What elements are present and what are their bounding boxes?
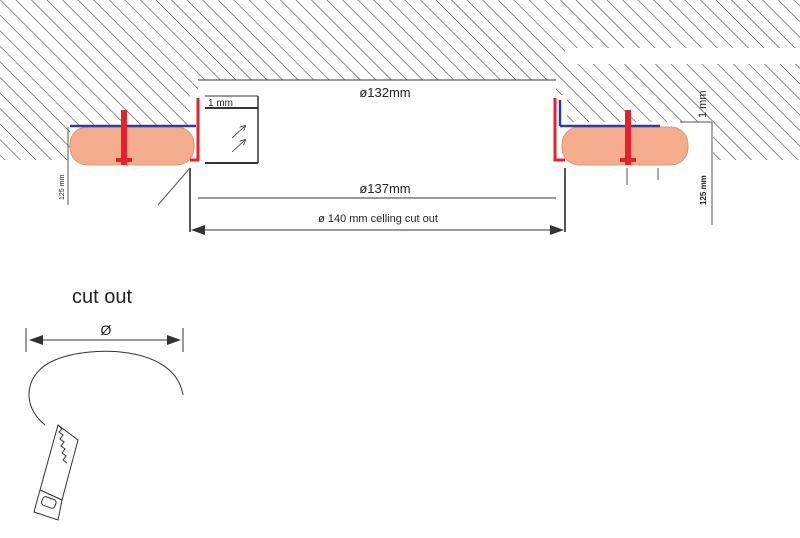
dimension-lines <box>191 79 564 235</box>
red-frame <box>116 98 636 165</box>
gap-label-right: 1 mm <box>697 91 709 119</box>
trim-lines <box>67 121 713 232</box>
gap-detail <box>205 95 259 164</box>
membrane-lines <box>70 100 660 128</box>
insulation-left <box>69 126 195 166</box>
cutout-title: cut out <box>72 286 132 308</box>
diameter-symbol: Ø <box>101 322 112 338</box>
cutout-illustration: cut out Ø <box>25 286 184 521</box>
gap-label-left: 1 mm <box>208 98 233 109</box>
thickness-label-left: 125 mm <box>59 175 66 200</box>
hole-saw-icon <box>33 424 79 521</box>
cutout-diameter-label: ø 140 mm celling cut out <box>318 213 438 225</box>
inner-diameter-label: ø132mm <box>359 85 410 100</box>
thickness-label-right: 125 mm <box>699 175 708 205</box>
insulation-right <box>561 125 712 166</box>
outer-diameter-label: ø137mm <box>359 181 410 196</box>
